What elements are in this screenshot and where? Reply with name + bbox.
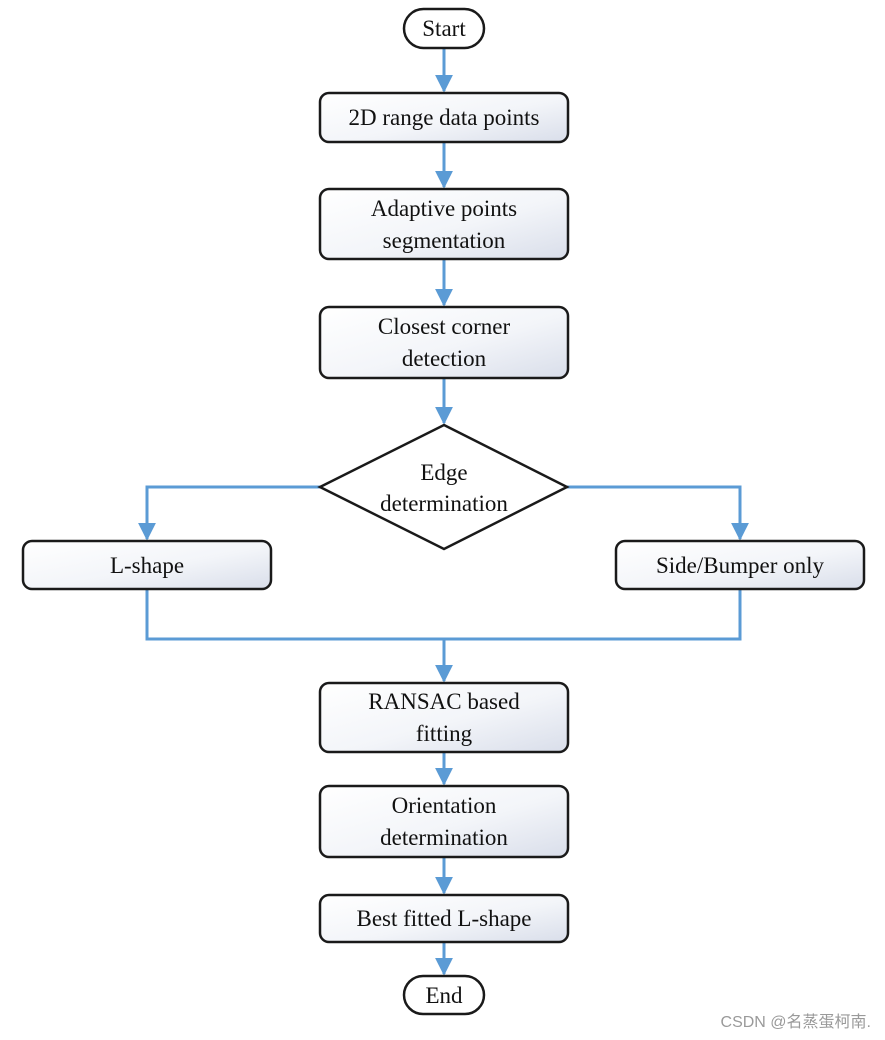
svg-text:determination: determination	[380, 491, 508, 516]
line-lshape-merge	[145, 589, 444, 641]
orientation-label-line1: Orientation	[392, 793, 497, 818]
edge-label-line2: determination	[380, 491, 508, 516]
process-ransac-fitting: RANSAC based fitting	[318, 681, 570, 754]
arrow-edge-to-lshape	[138, 485, 320, 541]
process-side-bumper: Side/Bumper only	[614, 539, 866, 591]
svg-text:Edge: Edge	[420, 460, 467, 485]
svg-text:Side/Bumper only: Side/Bumper only	[656, 553, 825, 578]
arrow-edge-to-side	[567, 485, 749, 541]
watermark: CSDN @名蒸蛋柯南.	[720, 1014, 871, 1031]
ransac-label-line1: RANSAC based	[368, 689, 520, 714]
svg-text:Closest corner: Closest corner	[378, 314, 511, 339]
start-label: Start	[422, 16, 466, 41]
svg-text:fitting: fitting	[416, 721, 473, 746]
start-terminator: Start	[402, 7, 486, 50]
svg-text:L-shape: L-shape	[110, 553, 184, 578]
range-data-label: 2D range data points	[349, 105, 540, 130]
svg-text:Orientation: Orientation	[392, 793, 497, 818]
svg-text:Start: Start	[422, 16, 466, 41]
process-segmentation: Adaptive points segmentation	[318, 187, 570, 261]
svg-text:segmentation: segmentation	[383, 228, 506, 253]
svg-text:Adaptive points: Adaptive points	[371, 196, 517, 221]
process-range-data: 2D range data points	[318, 91, 570, 144]
process-lshape: L-shape	[21, 539, 273, 591]
svg-text:Best fitted L-shape: Best fitted L-shape	[356, 906, 531, 931]
svg-text:RANSAC based: RANSAC based	[368, 689, 520, 714]
line-side-merge	[444, 589, 742, 641]
best-label: Best fitted L-shape	[356, 906, 531, 931]
connectors	[138, 48, 749, 976]
end-label: End	[425, 983, 463, 1008]
lshape-label: L-shape	[110, 553, 184, 578]
side-label: Side/Bumper only	[656, 553, 825, 578]
svg-text:2D range data points: 2D range data points	[349, 105, 540, 130]
process-orientation: Orientation determination	[318, 784, 570, 859]
end-terminator: End	[402, 974, 486, 1016]
edge-label-line1: Edge	[420, 460, 467, 485]
decision-edge-determination: Edge determination	[317, 423, 570, 551]
segmentation-label-line2: segmentation	[383, 228, 506, 253]
process-best-fitted: Best fitted L-shape	[318, 893, 570, 944]
segmentation-label-line1: Adaptive points	[371, 196, 517, 221]
corner-label-line2: detection	[402, 346, 487, 371]
ransac-label-line2: fitting	[416, 721, 473, 746]
svg-text:detection: detection	[402, 346, 487, 371]
svg-text:determination: determination	[380, 825, 508, 850]
svg-text:End: End	[425, 983, 463, 1008]
orientation-label-line2: determination	[380, 825, 508, 850]
corner-label-line1: Closest corner	[378, 314, 511, 339]
process-corner-detection: Closest corner detection	[318, 305, 570, 380]
